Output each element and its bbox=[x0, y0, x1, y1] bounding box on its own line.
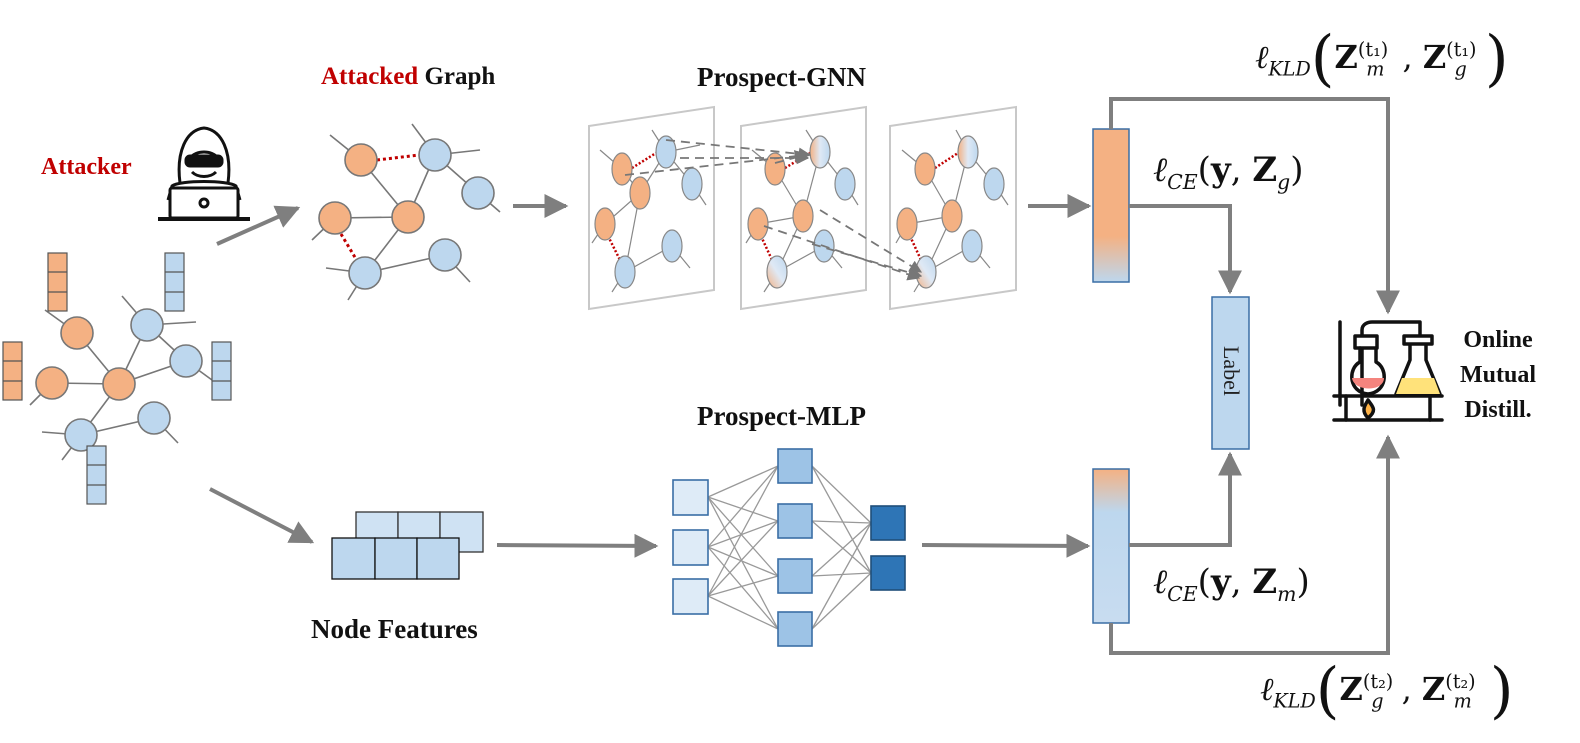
mlp-edge bbox=[707, 520, 779, 597]
input-arrows bbox=[209, 194, 1092, 558]
mlp-edge bbox=[707, 496, 779, 630]
gnn-layer-2 bbox=[745, 129, 859, 293]
graph-word: Graph bbox=[424, 63, 496, 90]
ell-symbol: ℓ bbox=[1153, 150, 1168, 190]
gnn-layer-3 bbox=[895, 129, 1009, 293]
chemistry-lab-icon bbox=[1332, 320, 1444, 422]
mlp-edge bbox=[707, 595, 779, 630]
node-features-blocks bbox=[331, 511, 484, 580]
mlp-edge bbox=[707, 465, 779, 548]
mlp-network bbox=[672, 448, 906, 647]
mlp-edge bbox=[811, 572, 872, 577]
z-sub: m bbox=[1277, 581, 1297, 606]
hacker-icon bbox=[158, 126, 250, 221]
prospect-gnn-title: Prospect-GNN bbox=[697, 62, 866, 92]
time-sup: (t₂) bbox=[1362, 670, 1394, 694]
z-symbol: Z bbox=[1252, 150, 1278, 190]
mlp-output-vector bbox=[1092, 468, 1130, 624]
mlp-edge bbox=[707, 575, 779, 597]
omd-line-1: Online bbox=[1463, 327, 1533, 353]
z-symbol: Z bbox=[1339, 670, 1363, 709]
z-symbol: Z bbox=[1334, 38, 1358, 77]
mlp-edge bbox=[707, 546, 779, 630]
z-sub: g bbox=[1277, 169, 1291, 194]
loss-subscript: KLD bbox=[1273, 689, 1316, 713]
label-box bbox=[1211, 296, 1250, 450]
mlp-edge bbox=[811, 465, 872, 574]
kld-loss-top: ℓKLD(Z(t₁)m, Z(t₁)g) bbox=[1255, 24, 1509, 94]
gnn-layer-1 bbox=[591, 129, 707, 293]
attacked-graph bbox=[311, 123, 501, 301]
online-mutual-distill-label: Online Mutual Distill. bbox=[1460, 323, 1536, 428]
node-features-title: Node Features bbox=[311, 614, 478, 644]
message-passing-arrows bbox=[624, 139, 923, 281]
gnn-output-vector bbox=[1092, 128, 1130, 283]
mlp-edge bbox=[811, 520, 872, 574]
z-symbol: Z bbox=[1421, 670, 1446, 709]
time-sup: (t₁) bbox=[1446, 38, 1477, 62]
loss-subscript: KLD bbox=[1268, 57, 1311, 81]
mlp-edge bbox=[811, 522, 872, 577]
prospect-mlp-title: Prospect-MLP bbox=[697, 401, 866, 431]
attacker-label: Attacker bbox=[41, 154, 132, 180]
mlp-edge bbox=[707, 496, 779, 522]
label-box-text: Label bbox=[1219, 345, 1244, 397]
input-graph bbox=[2, 252, 232, 505]
z-sub: g bbox=[1454, 57, 1467, 81]
mlp-edge bbox=[707, 465, 779, 498]
mlp-edge bbox=[707, 465, 779, 597]
time-sup: (t₁) bbox=[1357, 38, 1389, 62]
gnn-layers bbox=[588, 105, 1017, 311]
ce-loss-mlp: ℓCE(y, Zm) bbox=[1153, 562, 1310, 606]
mlp-edge bbox=[707, 496, 779, 577]
attacked-graph-title: Attacked Graph bbox=[321, 63, 495, 91]
mlp-edge bbox=[707, 520, 779, 548]
mlp-edge bbox=[707, 546, 779, 577]
ell-symbol: ℓ bbox=[1255, 38, 1269, 77]
mlp-edge bbox=[811, 522, 872, 630]
omd-line-3: Distill. bbox=[1464, 397, 1532, 423]
y-symbol: y bbox=[1210, 562, 1231, 602]
z-sub: m bbox=[1366, 57, 1385, 81]
mlp-edge bbox=[811, 465, 872, 524]
ell-symbol: ℓ bbox=[1260, 670, 1274, 709]
z-symbol: Z bbox=[1422, 38, 1447, 77]
attacked-word: Attacked bbox=[321, 63, 419, 90]
kld-loss-bottom: ℓKLD(Z(t₂)g, Z(t₂)m) bbox=[1260, 656, 1514, 726]
z-sub: g bbox=[1371, 689, 1384, 713]
ell-symbol: ℓ bbox=[1153, 562, 1168, 602]
loss-subscript: CE bbox=[1167, 169, 1198, 194]
loss-subscript: CE bbox=[1167, 581, 1198, 606]
mlp-edge bbox=[811, 572, 872, 630]
time-sup: (t₂) bbox=[1445, 670, 1476, 694]
loss-connectors bbox=[1109, 97, 1400, 655]
mlp-edge bbox=[811, 520, 872, 524]
omd-line-2: Mutual bbox=[1460, 362, 1537, 388]
y-symbol: y bbox=[1210, 150, 1231, 190]
ce-loss-gnn: ℓCE(y, Zg) bbox=[1153, 150, 1304, 194]
z-symbol: Z bbox=[1252, 562, 1278, 602]
z-sub: m bbox=[1453, 689, 1472, 713]
